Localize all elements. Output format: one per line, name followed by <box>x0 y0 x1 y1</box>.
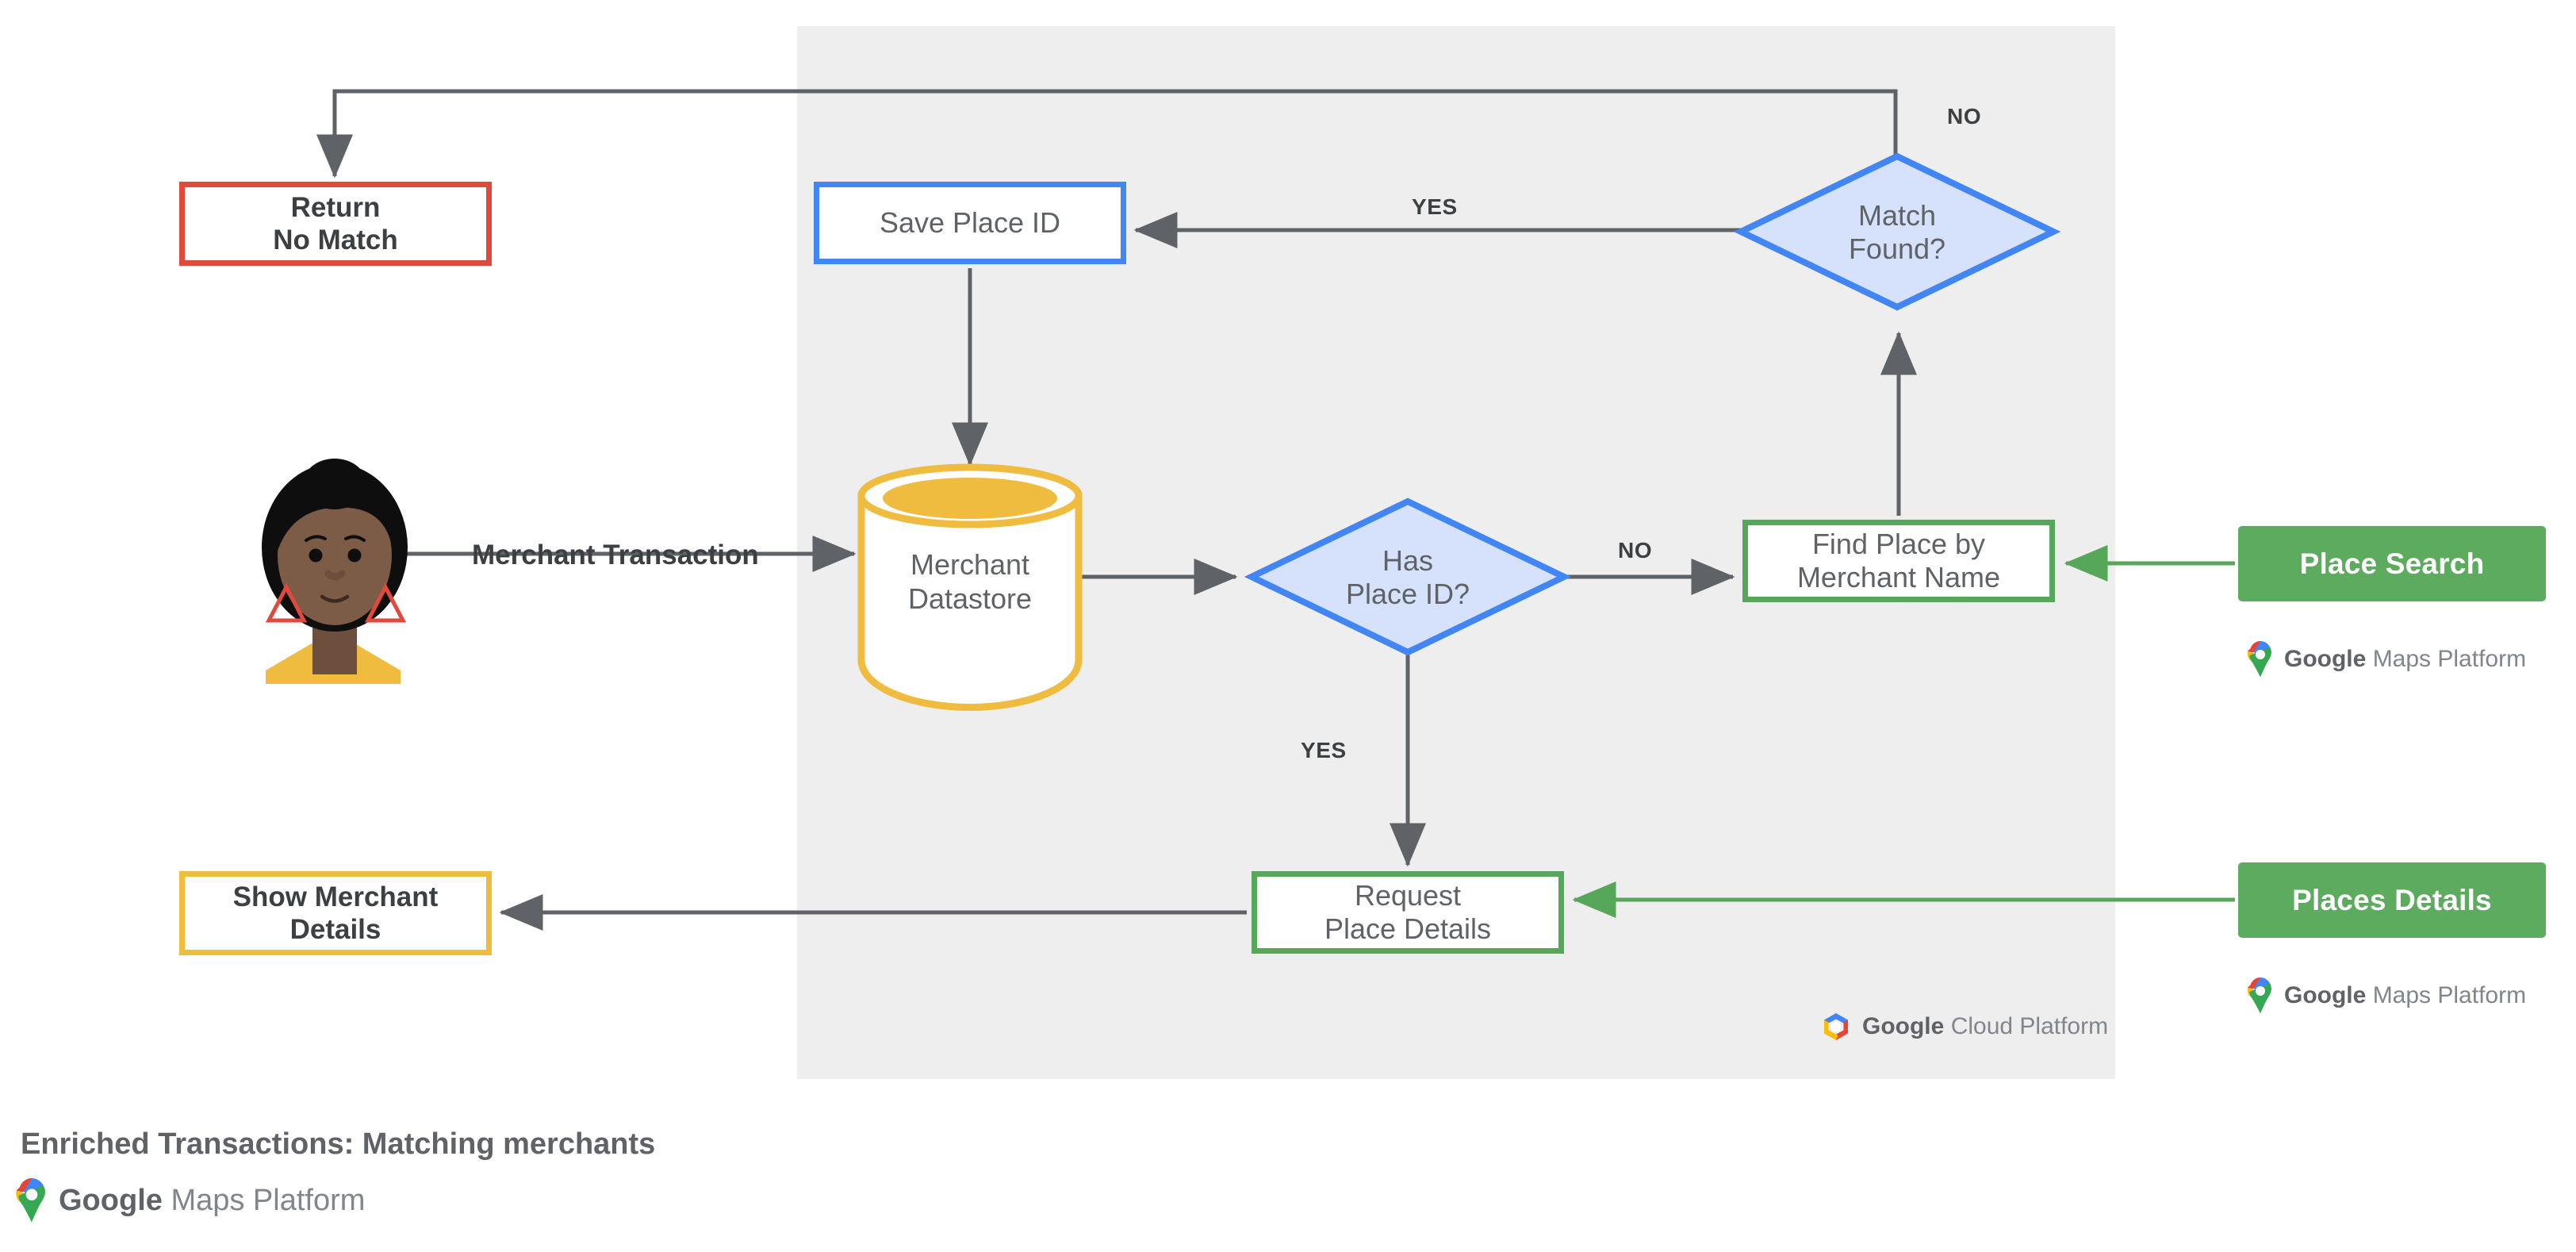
maps-platform-wordmark: Google Maps Platform <box>2284 982 2527 1008</box>
page-title: Enriched Transactions: Matching merchant… <box>21 1127 656 1161</box>
google-maps-platform-lockup-places-details: Google Maps Platform <box>2246 977 2526 1014</box>
node-find-place-by-merchant-name[interactable]: Find Place by Merchant Name <box>1742 520 2055 602</box>
product-chip-place-search[interactable]: Place Search <box>2238 526 2546 601</box>
edge-label-merchant-transaction: Merchant Transaction <box>472 540 759 570</box>
node-label: Request Place Details <box>1324 878 1492 945</box>
node-merchant-datastore[interactable]: Merchant Datastore <box>907 548 1033 616</box>
edge-label-yes-match-found: YES <box>1412 194 1458 219</box>
node-label: Return No Match <box>273 191 398 255</box>
node-label: Show Merchant Details <box>232 881 439 945</box>
google-maps-pin-icon <box>16 1178 45 1223</box>
node-show-merchant-details[interactable]: Show Merchant Details <box>179 871 492 955</box>
edge-label-no-has-place-id: NO <box>1618 538 1653 563</box>
maps-platform-wordmark: Google Maps Platform <box>2284 646 2527 672</box>
node-return-no-match[interactable]: Return No Match <box>179 182 492 266</box>
google-maps-platform-lockup-place-search: Google Maps Platform <box>2246 641 2526 678</box>
google-maps-pin-icon <box>2247 641 2271 678</box>
merchant-customer-avatar-shape <box>262 459 408 684</box>
node-has-place-id[interactable]: Has Place ID? <box>1345 543 1470 610</box>
node-match-found[interactable]: Match Found? <box>1848 198 1946 265</box>
maps-platform-wordmark: Google Maps Platform <box>59 1183 366 1217</box>
google-cloud-platform-lockup: Google Cloud Platform <box>1819 1010 2108 1043</box>
cloud-platform-wordmark: Google Cloud Platform <box>1862 1013 2109 1039</box>
edge-label-yes-has-place-id: YES <box>1301 738 1347 762</box>
google-cloud-hexagon-icon <box>1824 1013 1848 1040</box>
edge-label-no-match-found: NO <box>1947 104 1982 129</box>
node-request-place-details[interactable]: Request Place Details <box>1252 871 1564 954</box>
google-maps-platform-lockup-footer: Google Maps Platform <box>14 1178 365 1223</box>
node-label: Save Place ID <box>879 205 1061 239</box>
product-chip-places-details[interactable]: Places Details <box>2238 862 2546 938</box>
node-save-place-id[interactable]: Save Place ID <box>814 182 1126 264</box>
google-maps-pin-icon <box>2247 977 2271 1014</box>
node-label: Find Place by Merchant Name <box>1796 527 2001 593</box>
